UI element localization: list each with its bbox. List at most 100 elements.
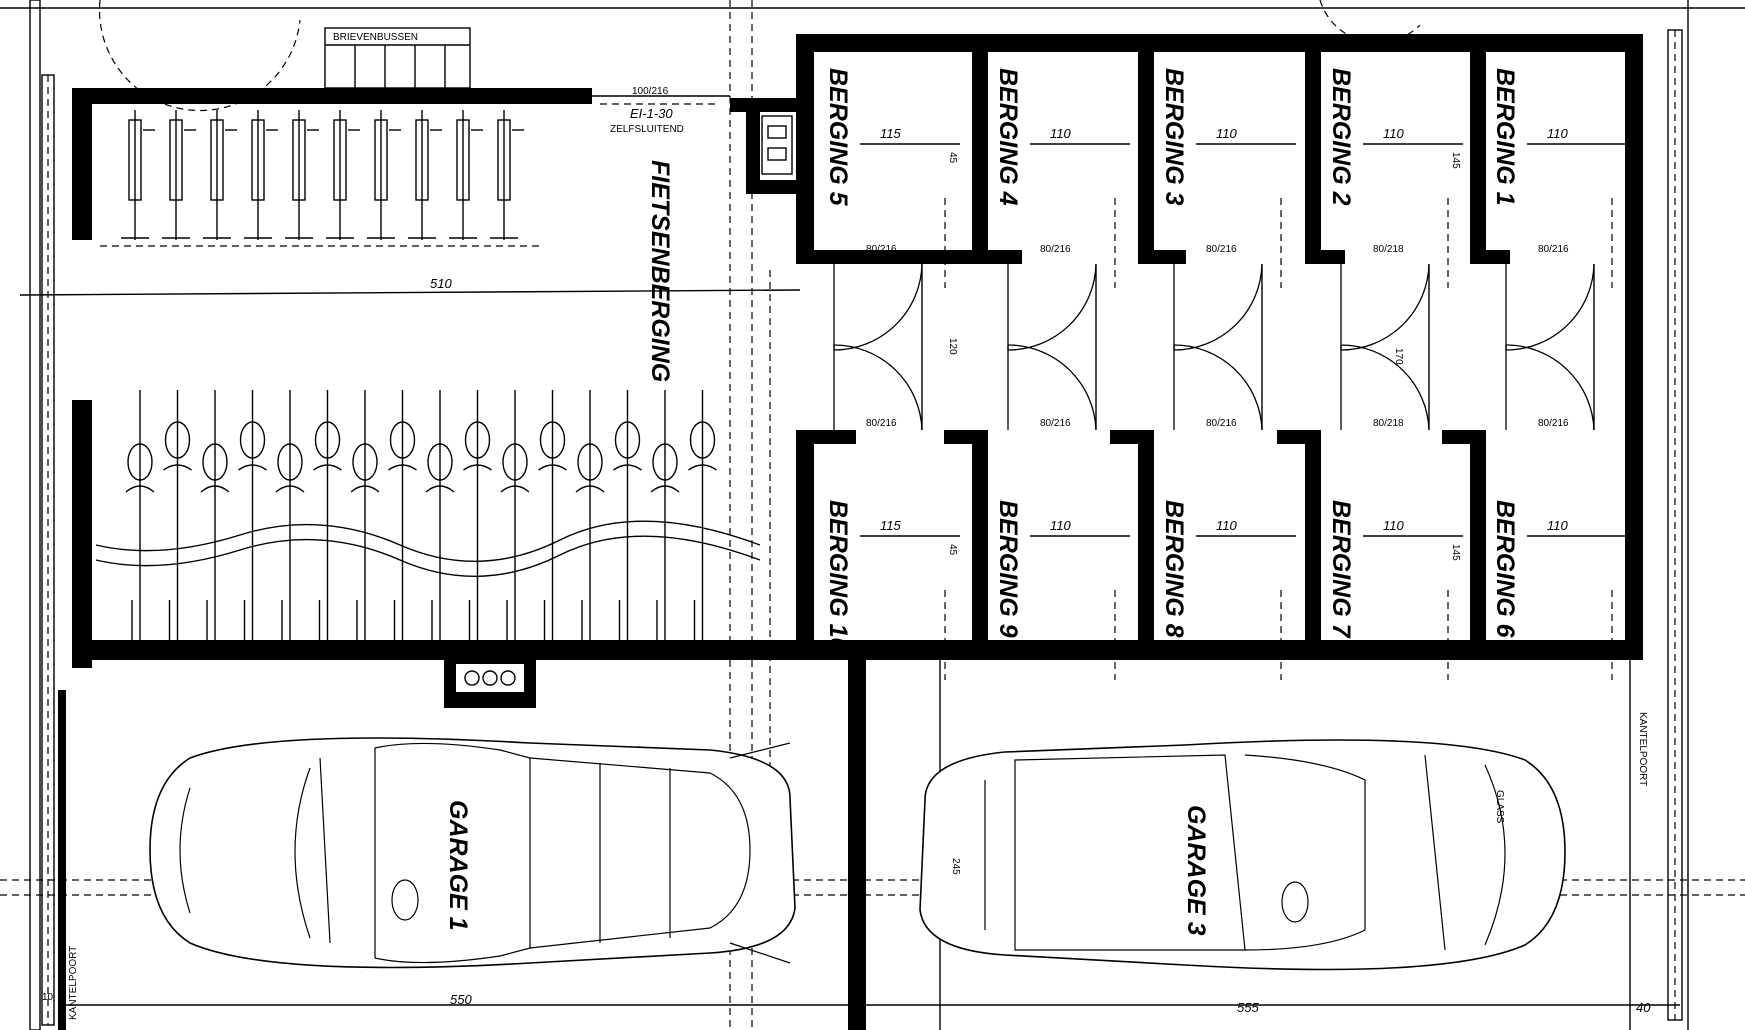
glass-label: GLASS: [1494, 790, 1505, 824]
berging-depth: 145: [1450, 152, 1461, 169]
bike-bottom: [650, 390, 680, 640]
berging-berging-7: BERGING 7 110 145: [1327, 500, 1463, 680]
dim-170: 170: [1393, 348, 1404, 365]
berging-label: BERGING 7: [1327, 500, 1355, 639]
garage-1-label: GARAGE 1: [444, 800, 472, 931]
bike-bottom: [238, 390, 267, 640]
dim-550: 550: [450, 992, 472, 1007]
door-dim-top: 80/216: [1206, 244, 1237, 255]
door-pair: 80/218 80/218: [1340, 244, 1430, 431]
door-dim-top: 80/218: [1373, 244, 1404, 255]
berging-label: BERGING 3: [1160, 68, 1188, 206]
berging-label: BERGING 8: [1160, 500, 1188, 638]
berging-width: 115: [880, 126, 901, 141]
bike-bottom: [200, 390, 230, 640]
bike-top: [490, 110, 524, 240]
dim-245: 245: [950, 858, 961, 875]
bike-top: [203, 110, 237, 240]
berging-label: BERGING 2: [1327, 68, 1355, 206]
berging-width: 110: [1216, 518, 1237, 533]
berging-berging-1: BERGING 1 110: [1491, 68, 1627, 288]
berging-width: 110: [1383, 518, 1404, 533]
berging-berging-10: BERGING 10 115 45: [824, 500, 960, 680]
ei-label: EI-1-30: [630, 106, 673, 121]
zelfsluitend-label: ZELFSLUITEND: [610, 124, 684, 135]
door-pair: 80/216 80/216: [1505, 244, 1595, 431]
door-dim-bottom: 80/216: [1040, 418, 1071, 429]
berging-label: BERGING 1: [1491, 68, 1519, 206]
bike-top: [449, 110, 483, 240]
bike-bottom: [688, 390, 717, 640]
door-dim-bottom: 80/216: [1206, 418, 1237, 429]
berging-berging-6: BERGING 6 110: [1491, 500, 1627, 680]
bike-bottom: [575, 390, 605, 640]
garage-3-label: GARAGE 3: [1182, 805, 1210, 936]
door-dim-top: 80/216: [1538, 244, 1569, 255]
bike-bottom: [275, 390, 305, 640]
bike-top: [162, 110, 196, 240]
bike-top: [285, 110, 319, 240]
berging-berging-3: BERGING 3 110: [1160, 68, 1296, 288]
bike-top: [408, 110, 442, 240]
berging-width: 110: [1050, 518, 1071, 533]
dim-120: 120: [947, 338, 958, 355]
berging-depth: 45: [947, 544, 958, 556]
door-dim-top: 80/216: [1040, 244, 1071, 255]
walls: [58, 34, 1643, 1030]
kantelpoort-left-label: KANTELPOORT: [68, 946, 79, 1020]
berging-label: BERGING 9: [994, 500, 1022, 638]
bike-top: [121, 110, 155, 240]
bike-bottom: [350, 390, 380, 640]
bike-top: [244, 110, 278, 240]
berging-width: 110: [1547, 518, 1568, 533]
kantelpoort-right-label: KANTELPOORT: [1637, 712, 1648, 786]
berging-width: 110: [1547, 126, 1568, 141]
bike-racks-top: [100, 110, 540, 247]
fietsenberging-label: FIETSENBERGING: [646, 160, 674, 382]
berging-width: 110: [1216, 126, 1237, 141]
berging-width: 115: [880, 518, 901, 533]
door-dim-bottom: 80/218: [1373, 418, 1404, 429]
bike-top: [326, 110, 360, 240]
door-pair: 80/216 80/216: [1173, 244, 1263, 431]
bike-bottom: [463, 390, 492, 640]
brievenbussen-label: BRIEVENBUSSEN: [333, 32, 418, 43]
car-garage-3: [919, 739, 1566, 971]
berging-doors: 80/216 80/216 80/216 80/216 80/216 80/216 80/2…: [833, 244, 1595, 431]
dim-40: 40: [1636, 1000, 1651, 1015]
exterior-wall-right: [1667, 0, 1689, 1030]
car-garage-1: [149, 737, 796, 969]
bike-top: [367, 110, 401, 240]
bike-bottom: [388, 390, 417, 640]
berging-depth: 145: [1450, 544, 1461, 561]
berging-width: 110: [1050, 126, 1071, 141]
top-context: BRIEVENBUSSEN: [0, 0, 1745, 112]
bike-bottom: [125, 390, 155, 640]
exterior-wall-left: [29, 0, 55, 1030]
berging-berging-9: BERGING 9 110: [994, 500, 1130, 680]
bike-bottom: [538, 390, 567, 640]
berging-label: BERGING 5: [824, 68, 852, 207]
door-main-dim: 100/216: [632, 86, 669, 97]
bike-bottom: [163, 390, 192, 640]
berging-label: BERGING 4: [994, 68, 1022, 206]
dim-510: 510: [430, 276, 452, 291]
bike-racks-bottom: [95, 390, 761, 640]
bike-bottom: [313, 390, 342, 640]
dim-555: 555: [1237, 1000, 1259, 1015]
dim-10: 10: [42, 992, 54, 1003]
door-dim-bottom: 80/216: [1538, 418, 1569, 429]
dimension-510: 510: [19, 276, 801, 296]
bike-bottom: [500, 390, 530, 640]
berging-label: BERGING 6: [1491, 500, 1519, 639]
bike-bottom: [613, 390, 642, 640]
meter-shaft: [761, 115, 793, 175]
berging-berging-4: BERGING 4 110: [994, 68, 1130, 288]
berging-width: 110: [1383, 126, 1404, 141]
berging-berging-8: BERGING 8 110: [1160, 500, 1296, 680]
door-pair: 80/216 80/216: [1007, 244, 1097, 431]
berging-label: BERGING 10: [824, 500, 852, 652]
